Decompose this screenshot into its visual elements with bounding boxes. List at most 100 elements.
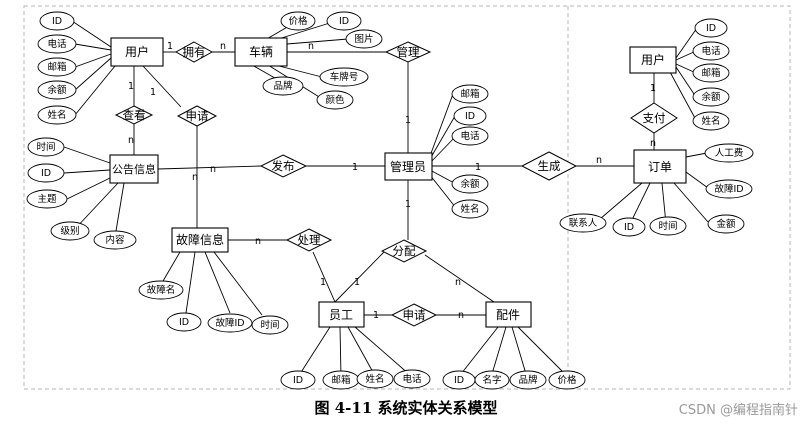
relation-publish: 发布 — [259, 154, 308, 178]
attribute-label: ID — [706, 23, 716, 34]
relation-label: 申请 — [403, 308, 426, 322]
attribute-label: 故障名 — [147, 284, 176, 296]
attribute-label: 联系人 — [569, 218, 598, 229]
relation-label: 查看 — [123, 108, 146, 122]
cardinality: 1 — [405, 199, 411, 210]
cardinality: 1 — [167, 41, 173, 52]
relation-generate: 生成 — [520, 151, 578, 181]
relation-label: 申请 — [186, 109, 209, 123]
entity-announcement: 公告信息 — [109, 154, 159, 184]
attribute-label: 人工费 — [715, 147, 744, 159]
attributes-vehicle: 价格 ID 图片 品牌 车牌号 颜色 — [262, 11, 383, 110]
attributes-user: ID 电话 邮箱 余额 姓名 — [37, 11, 77, 125]
relation-label: 支付 — [643, 111, 666, 125]
attribute-label: 图片 — [354, 33, 373, 45]
relation-handle: 处理 — [285, 228, 333, 252]
attributes-employee: ID 邮箱 姓名 电话 — [280, 369, 431, 390]
attributes-fault: 故障名 ID 故障ID 时间 — [138, 280, 289, 335]
figure-caption: 图 4-11 系统实体关系模型 — [314, 399, 498, 417]
cardinality: 1 — [150, 87, 156, 98]
attribute-label: 邮箱 — [47, 61, 66, 73]
relation-label: 管理 — [397, 45, 420, 59]
attributes-order: 人工费 故障ID 金额 联系人 ID 时间 — [559, 143, 754, 237]
attribute-label: 金额 — [716, 218, 736, 230]
attribute-label: 电话 — [460, 130, 480, 142]
attribute-label: 主题 — [37, 193, 57, 205]
entity-label: 员工 — [329, 308, 353, 322]
attribute-label: 邮箱 — [331, 374, 350, 386]
cardinality: n — [458, 310, 464, 321]
attribute-label: 颜色 — [325, 94, 345, 106]
attribute-label: 余额 — [701, 91, 721, 103]
attribute-label: 时间 — [36, 141, 55, 153]
attribute-label: 时间 — [260, 319, 279, 331]
relation-apply-user: 申请 — [176, 105, 218, 127]
relation-label: 拥有 — [183, 45, 206, 59]
attribute-label: ID — [465, 111, 475, 122]
entity-label: 车辆 — [249, 44, 273, 59]
cardinality: 1 — [352, 162, 358, 173]
attribute-label: 故障ID — [714, 183, 743, 195]
relation-label: 发布 — [272, 159, 295, 173]
attribute-label: 电话 — [47, 38, 67, 50]
entity-employee: 员工 — [318, 301, 365, 328]
entity-label: 公告信息 — [112, 162, 156, 176]
attribute-label: 车牌号 — [330, 71, 359, 83]
attribute-label: 姓名 — [460, 203, 479, 215]
cardinality: n — [128, 135, 134, 146]
cardinality: n — [596, 155, 602, 166]
attribute-label: 时间 — [658, 220, 677, 232]
cardinality: 1 — [128, 81, 134, 92]
attribute-label: 内容 — [105, 234, 125, 246]
attribute-label: 品牌 — [518, 374, 538, 386]
cardinality: 1 — [354, 277, 360, 288]
entity-label: 用户 — [125, 44, 149, 59]
entity-user: 用户 — [110, 37, 164, 67]
attribute-label: 余额 — [47, 84, 67, 96]
cardinality: 1 — [650, 83, 656, 94]
attributes-part: ID 名字 品牌 价格 — [442, 370, 586, 390]
cardinality: n — [210, 164, 216, 175]
attribute-label: ID — [52, 16, 62, 27]
entity-label: 用户 — [641, 52, 665, 67]
attribute-label: 品牌 — [273, 80, 293, 92]
attribute-label: 电话 — [402, 373, 422, 385]
cardinality: n — [255, 236, 261, 247]
attribute-label: ID — [454, 375, 464, 386]
attribute-label: 价格 — [557, 374, 577, 386]
attribute-label: 电话 — [701, 45, 721, 57]
attribute-label: 名字 — [482, 374, 501, 386]
entity-order-user: 用户 — [629, 46, 677, 74]
entity-label: 订单 — [648, 160, 672, 174]
entity-label: 管理员 — [390, 159, 426, 174]
attributes-order-user: ID 电话 邮箱 余额 姓名 — [692, 18, 730, 131]
cardinality: n — [455, 277, 461, 288]
entity-part: 配件 — [485, 301, 532, 328]
attributes-announcement: 时间 ID 主题 级别 内容 — [26, 137, 137, 250]
relation-label: 生成 — [538, 159, 561, 173]
attribute-label: 故障ID — [215, 317, 244, 329]
attribute-label: 姓名 — [365, 373, 384, 385]
attribute-label: ID — [339, 16, 349, 27]
relation-own: 拥有 — [174, 41, 214, 63]
attribute-label: 余额 — [460, 178, 480, 190]
attribute-label: ID — [293, 375, 303, 386]
entity-fault: 故障信息 — [171, 227, 229, 253]
cardinality: n — [220, 41, 226, 52]
cardinality: 1 — [475, 162, 481, 173]
attribute-label: 姓名 — [47, 109, 66, 121]
relation-assign: 分配 — [380, 239, 428, 263]
relation-apply-employee: 申请 — [390, 303, 438, 327]
attribute-label: ID — [41, 168, 51, 179]
cardinality: n — [308, 41, 314, 52]
attribute-label: ID — [624, 222, 634, 233]
cardinality: n — [650, 138, 656, 149]
er-diagram: 用户 车辆 公告信息 管理员 故障信息 员工 配件 订单 用户 拥有 管理 — [23, 5, 791, 390]
relation-pay: 支付 — [630, 102, 678, 134]
cardinality: 1 — [373, 310, 379, 321]
attribute-label: 级别 — [60, 225, 79, 237]
attributes-admin: 邮箱 ID 电话 余额 姓名 — [451, 84, 489, 219]
relation-label: 处理 — [298, 233, 321, 247]
relation-view: 查看 — [114, 105, 154, 125]
attribute-label: 姓名 — [701, 115, 720, 127]
